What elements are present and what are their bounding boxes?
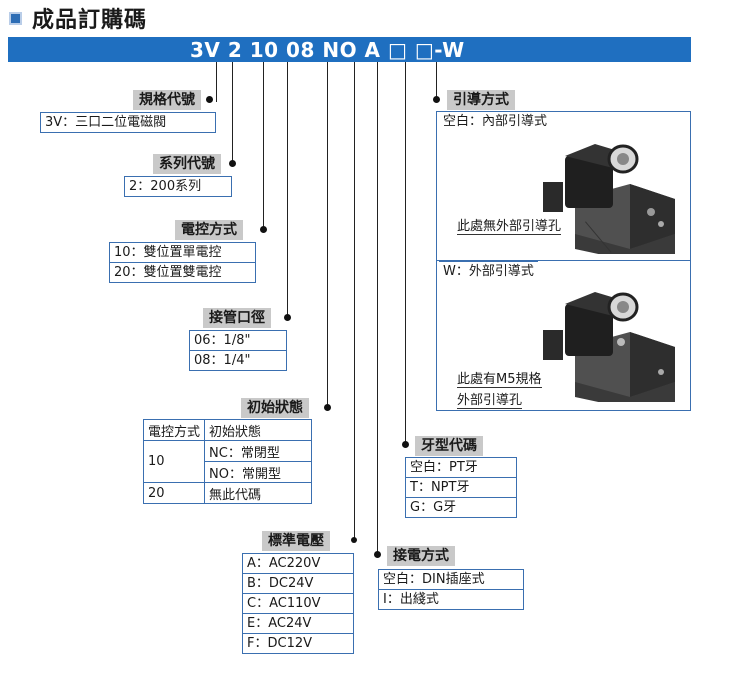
initial-state-nc: NC：常閉型	[204, 440, 313, 462]
initial-table: 電控方式 初始狀態 10 NC：常閉型 NO：常開型 20 無此代碼	[142, 419, 313, 504]
page-title: 成品訂購碼	[32, 8, 148, 33]
wiring-row: I：出綫式	[379, 589, 523, 609]
voltage-header: 標準電壓	[262, 531, 330, 551]
connector-voltage	[354, 62, 356, 540]
connector-spec	[216, 62, 218, 102]
wiring-box: 空白：DIN插座式 I：出綫式	[378, 569, 524, 610]
port-row: 06：1/8"	[194, 333, 251, 348]
connector-series	[232, 62, 234, 164]
pilot-internal-note: 此處無外部引導孔	[457, 215, 562, 235]
connector-control	[263, 62, 265, 230]
control-row: 10：雙位置單電控	[114, 245, 222, 260]
initial-code-10: 10	[142, 440, 206, 483]
bullet-dot	[260, 226, 267, 233]
bullet-dot	[351, 537, 357, 543]
voltage-box: A：AC220V B：DC24V C：AC110V E：AC24V F：DC12…	[242, 553, 354, 654]
thread-row: 空白：PT牙	[410, 460, 478, 475]
pilot-internal-caption: 空白：內部引導式	[443, 114, 548, 129]
series-box: 2：200系列	[124, 176, 232, 197]
valve-internal-image	[543, 144, 675, 254]
voltage-row: E：AC24V	[243, 613, 353, 633]
bullet-dot	[324, 404, 331, 411]
series-header: 系列代號	[153, 154, 221, 174]
control-row: 20：雙位置雙電控	[110, 262, 255, 282]
thread-row: G：G牙	[406, 497, 516, 517]
wiring-header: 接電方式	[387, 546, 455, 566]
initial-col-control: 電控方式	[142, 419, 206, 441]
pilot-header: 引導方式	[447, 90, 515, 110]
series-row: 2：200系列	[129, 179, 202, 194]
bullet-dot	[433, 96, 440, 103]
initial-code-20: 20	[142, 482, 206, 504]
port-header: 接管口徑	[203, 308, 271, 328]
control-box: 10：雙位置單電控 20：雙位置雙電控	[109, 242, 256, 283]
connector-port	[287, 62, 289, 317]
thread-box: 空白：PT牙 T：NPT牙 G：G牙	[405, 457, 517, 518]
voltage-row: F：DC12V	[243, 633, 353, 653]
spec-row: 3V：三口二位電磁閥	[45, 115, 167, 130]
voltage-row: B：DC24V	[243, 573, 353, 593]
wiring-row: 空白：DIN插座式	[383, 572, 485, 587]
connector-initial	[327, 62, 329, 409]
initial-state-no: NO：常開型	[204, 461, 313, 483]
connector-wiring	[377, 62, 379, 555]
port-box: 06：1/8" 08：1/4"	[189, 330, 287, 371]
spec-header: 規格代號	[133, 90, 201, 110]
initial-table-wrap: 電控方式 初始狀態 10 NC：常閉型 NO：常開型 20 無此代碼	[142, 419, 313, 504]
control-header: 電控方式	[175, 220, 243, 240]
voltage-row: C：AC110V	[243, 593, 353, 613]
pilot-box: 空白：內部引導式 W：外部引導式 此處無外部引導孔 此處有M5規格 外部引導孔	[436, 111, 691, 411]
connector-thread	[405, 62, 407, 444]
initial-header: 初始狀態	[241, 398, 309, 418]
bullet-dot	[206, 96, 213, 103]
connector-pilot	[436, 62, 438, 100]
order-code: 3V 2 10 08 NO A □ □-W	[190, 38, 465, 62]
thread-row: T：NPT牙	[406, 477, 516, 497]
bullet-dot	[284, 314, 291, 321]
title-square-icon	[9, 12, 22, 25]
pilot-external-note-1: 此處有M5規格	[457, 368, 542, 388]
bullet-dot	[402, 441, 409, 448]
spec-box: 3V：三口二位電磁閥	[40, 112, 216, 133]
voltage-row: A：AC220V	[247, 556, 321, 571]
bullet-dot	[229, 160, 236, 167]
initial-state-none: 無此代碼	[204, 482, 313, 504]
pilot-external-note-2: 外部引導孔	[457, 389, 523, 409]
order-code-bar	[8, 37, 691, 62]
pilot-external-caption: W：外部引導式	[439, 261, 538, 281]
thread-header: 牙型代碼	[415, 436, 483, 456]
port-row: 08：1/4"	[190, 350, 286, 370]
initial-col-state: 初始狀態	[204, 419, 313, 441]
pilot-divider	[437, 260, 690, 261]
valve-external-image	[543, 292, 675, 402]
bullet-dot	[374, 551, 381, 558]
